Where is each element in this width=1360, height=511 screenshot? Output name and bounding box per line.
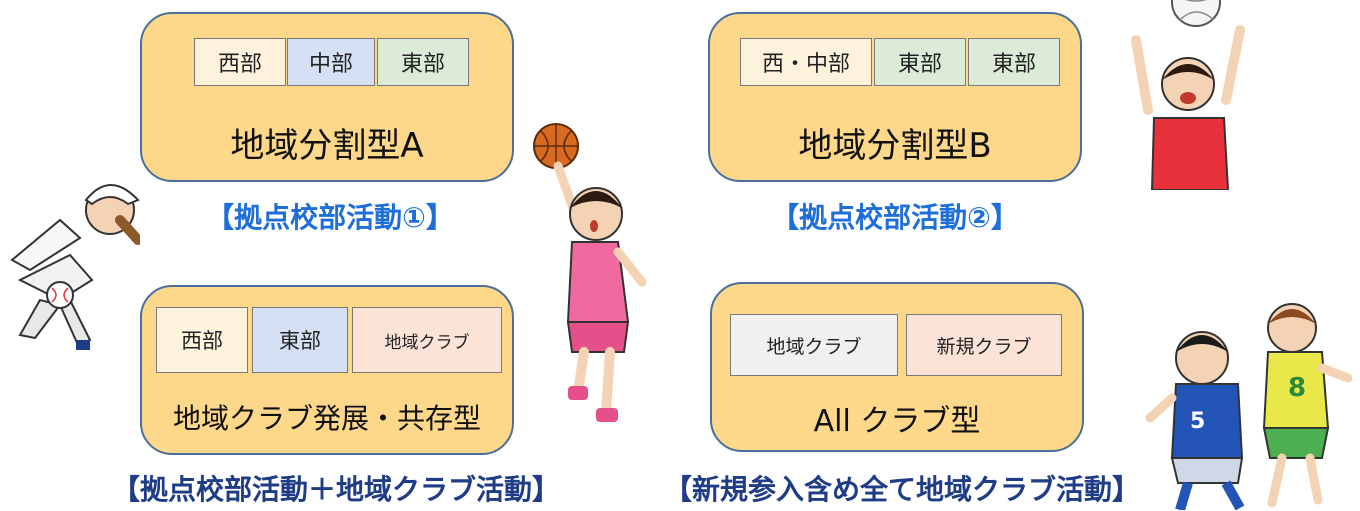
svg-text:8: 8	[1288, 373, 1306, 403]
model-title-c: 地域クラブ発展・共存型	[172, 402, 481, 435]
tag-central: 中部	[287, 38, 375, 86]
model-title-a: 地域分割型A	[230, 126, 424, 166]
tag-east-2: 東部	[968, 38, 1060, 86]
model-card-d: 地域クラブ 新規クラブ All クラブ型	[710, 282, 1084, 452]
tag-local-club: 地域クラブ	[730, 314, 898, 376]
tag-east: 東部	[252, 307, 348, 373]
model-title-d: All クラブ型	[813, 404, 981, 439]
soccer-players-icon: 8 5	[1145, 303, 1352, 510]
tag-east-1: 東部	[874, 38, 966, 86]
model-card-b: 西・中部 東部 東部 地域分割型B	[708, 12, 1082, 182]
basketball-player-icon	[533, 123, 647, 422]
model-card-c: 西部 東部 地域クラブ 地域クラブ発展・共存型	[140, 285, 514, 455]
model-card-a: 西部 中部 東部 地域分割型A	[140, 12, 514, 182]
tag-west-central: 西・中部	[740, 38, 872, 86]
caption-c: 【拠点校部活動＋地域クラブ活動】	[111, 473, 560, 506]
model-title-b: 地域分割型B	[798, 126, 992, 166]
baseball-pitcher-icon	[10, 184, 140, 350]
svg-text:5: 5	[1190, 409, 1205, 434]
caption-b: 【拠点校部活動②】	[771, 201, 1019, 234]
tag-local-club: 地域クラブ	[352, 307, 502, 373]
volleyball-player-icon	[1131, 0, 1245, 190]
caption-a: 【拠点校部活動①】	[206, 201, 454, 234]
caption-d: 【新規参入含め全て地域クラブ活動】	[663, 473, 1140, 506]
tag-west: 西部	[156, 307, 248, 373]
tag-new-club: 新規クラブ	[906, 314, 1062, 376]
tag-west: 西部	[194, 38, 286, 86]
tag-east: 東部	[377, 38, 469, 86]
